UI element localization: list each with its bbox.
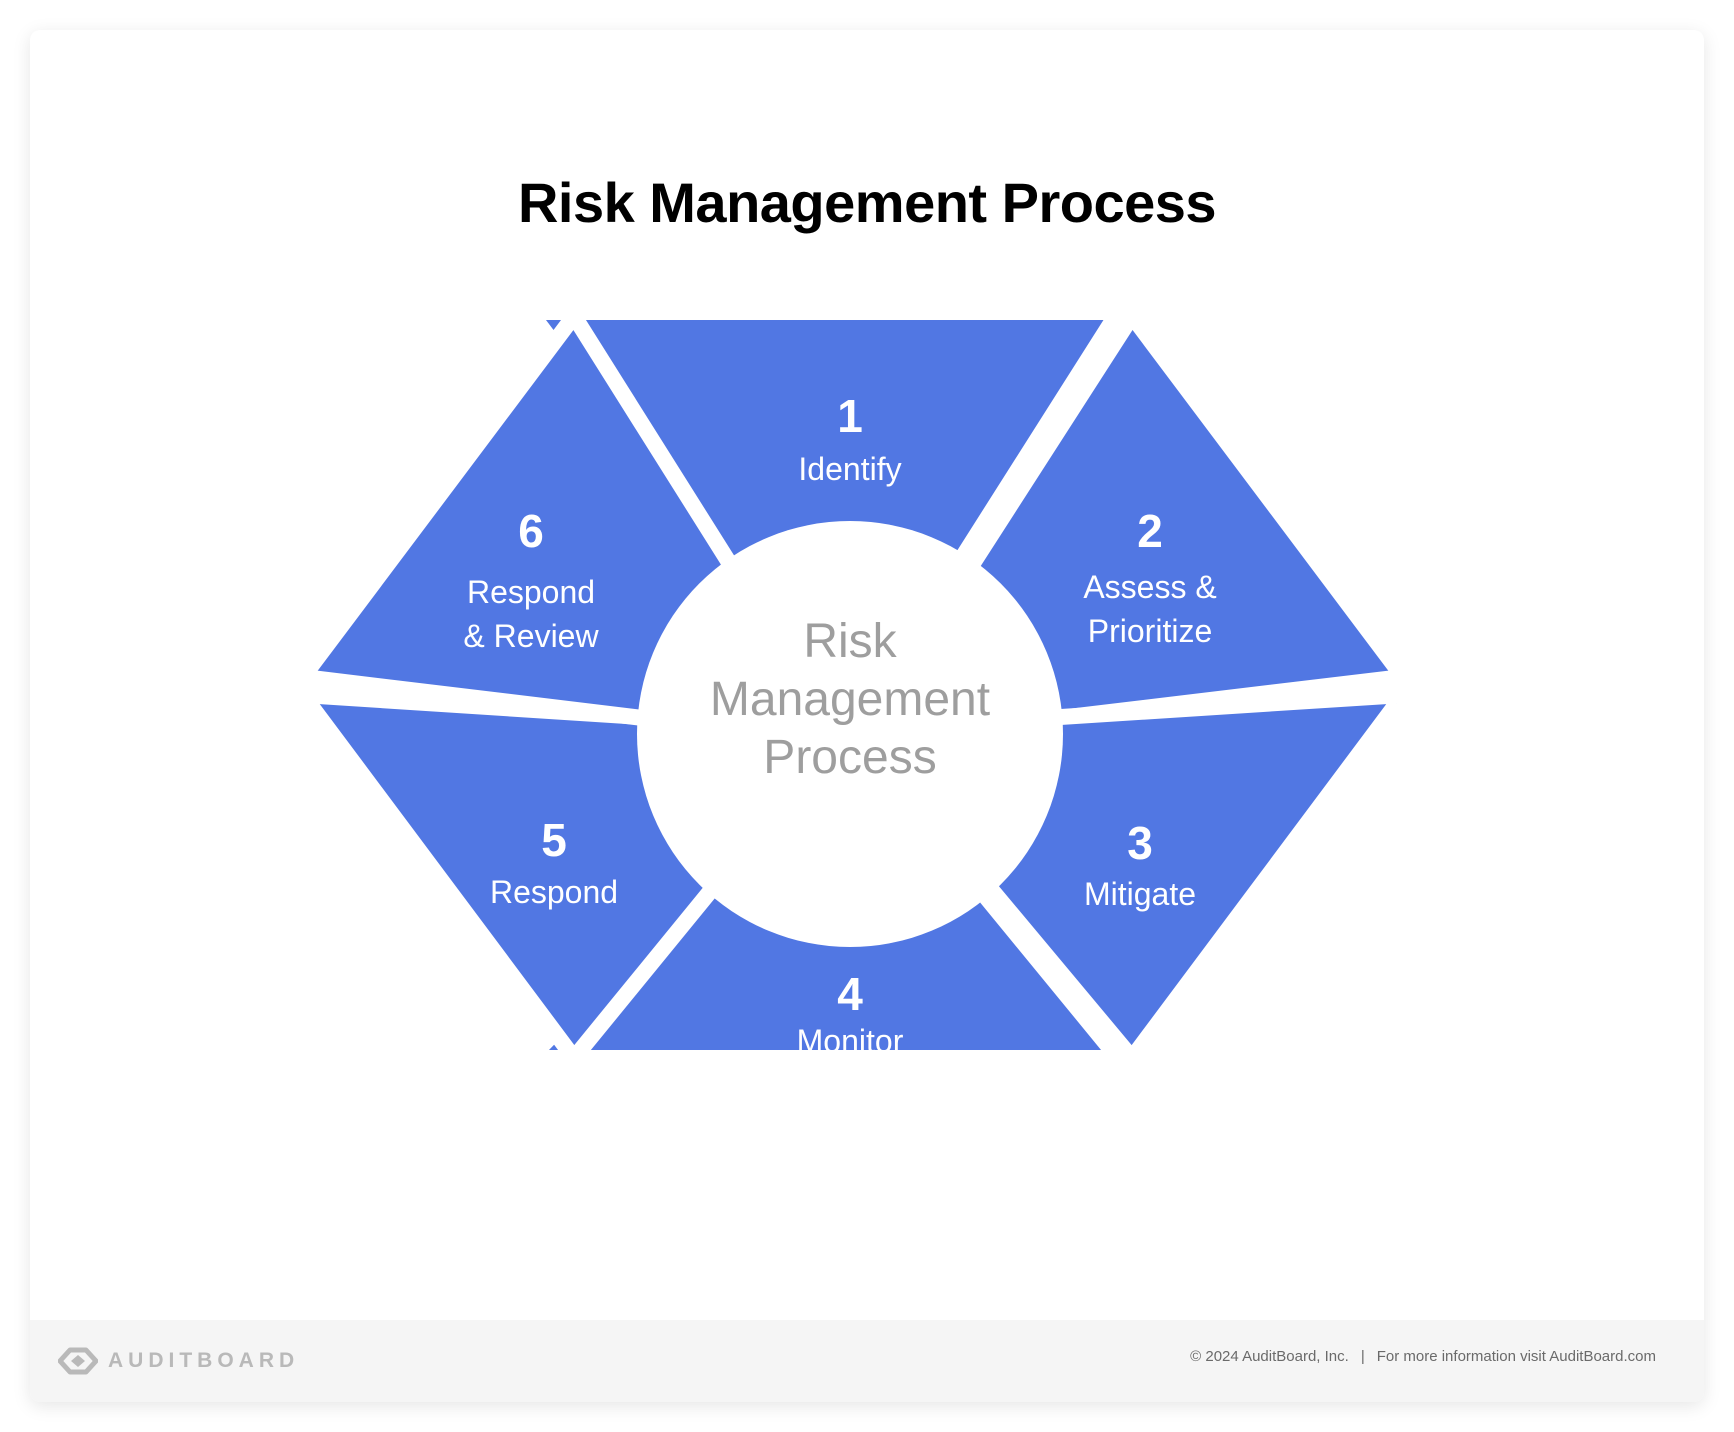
step-5-number: 5 — [541, 814, 567, 866]
auditboard-logo-icon — [58, 1347, 98, 1375]
step-2-number: 2 — [1137, 505, 1163, 557]
step-6-label: & Review — [463, 618, 599, 654]
step-5-label: Respond — [490, 874, 618, 910]
center-label-line: Management — [710, 673, 990, 726]
step-2-label: Prioritize — [1088, 613, 1212, 649]
step-1-number: 1 — [837, 390, 863, 442]
info-link[interactable]: For more information visit AuditBoard.co… — [1376, 1348, 1656, 1365]
copyright-text: © 2024 AuditBoard, Inc. — [1190, 1348, 1349, 1365]
footer-text: © 2024 AuditBoard, Inc. | For more infor… — [1190, 1348, 1656, 1365]
logo-wordmark: AUDITBOARD — [108, 1349, 300, 1372]
auditboard-logo: AUDITBOARD — [58, 1344, 299, 1378]
step-4-number: 4 — [837, 968, 863, 1020]
center-label-line: Risk — [803, 615, 897, 668]
step-3-number: 3 — [1127, 817, 1153, 869]
center-circle — [637, 521, 1063, 947]
step-6-label: Respond — [467, 574, 595, 610]
footer: AUDITBOARD © 2024 AuditBoard, Inc. | For… — [30, 1320, 1704, 1402]
step-3-label: Mitigate — [1084, 876, 1196, 912]
page-title: Risk Management Process — [517, 171, 1217, 234]
center-label-line: Process — [763, 731, 936, 784]
step-1-label: Identify — [798, 451, 901, 487]
footer-separator: | — [1360, 1348, 1365, 1365]
step-6-number: 6 — [518, 505, 544, 557]
step-4-label: Monitor — [797, 1023, 904, 1059]
step-2-label: Assess & — [1083, 569, 1216, 605]
